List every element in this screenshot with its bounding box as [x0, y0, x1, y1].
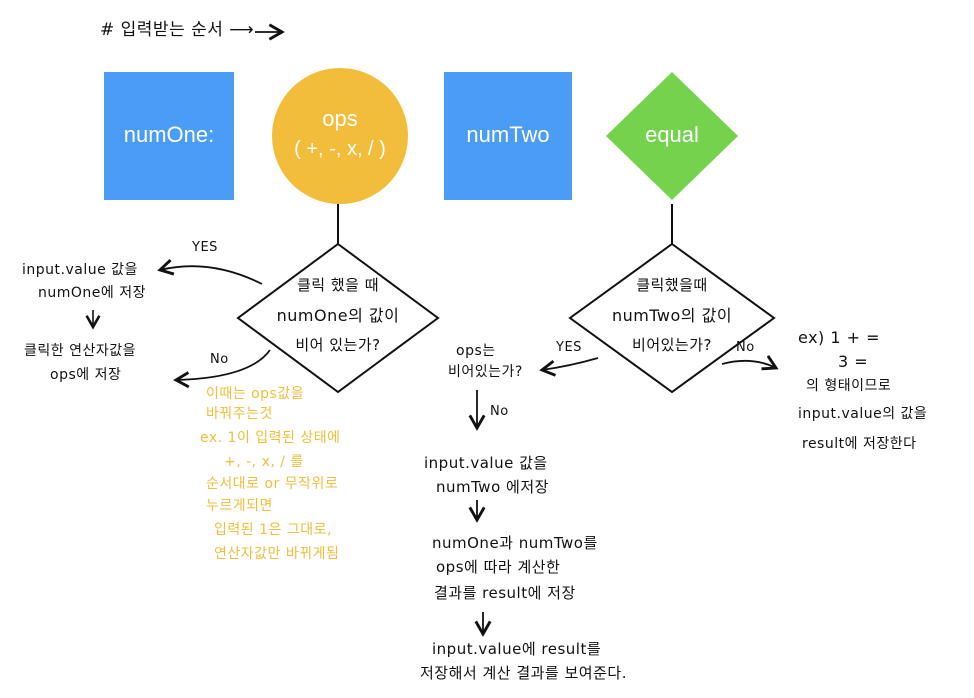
- ops-label-line2: ( +, -, x, / ): [294, 138, 386, 160]
- numtwo-box: [444, 72, 572, 200]
- right-no-arrow: [721, 355, 779, 371]
- left-decision-line3: 비어 있는가?: [295, 336, 381, 354]
- right-yes-label: YES: [556, 340, 582, 355]
- right-yes-arrow: [539, 357, 599, 377]
- ops-question-line1: ops는: [456, 343, 496, 359]
- ops-label-line1: ops: [322, 106, 358, 131]
- left-yes-line4: ops에 저장: [50, 367, 122, 383]
- example-line3: 의 형태이므로: [806, 378, 892, 394]
- numone-box: [104, 72, 234, 200]
- right-decision-line3: 비어있는가?: [632, 336, 712, 354]
- ops-change-note-line: +, -, x, / 를: [224, 454, 304, 470]
- left-decision-line2: numOne의 값이: [276, 306, 400, 325]
- equal-label: equal: [645, 122, 699, 147]
- equal-diamond: [606, 72, 738, 200]
- right-decision-line2: numTwo의 값이: [611, 306, 733, 325]
- left-decision-line1: 클릭 했을 때: [296, 276, 380, 294]
- step3-line1: input.value에 result를: [432, 640, 602, 658]
- step2-line1: numOne과 numTwo를: [432, 534, 598, 552]
- step1-line2: numTwo 에저장: [436, 478, 549, 496]
- left-yes-line1: input.value 값을: [22, 262, 138, 278]
- ops-question-line2: 비어있는가?: [448, 364, 523, 380]
- left-no-arrow: [173, 349, 271, 389]
- diagram-title: # 입력받는 순서 ⟶: [100, 20, 255, 40]
- step2-line2: ops에 따라 계산한: [436, 558, 561, 576]
- ops-change-note-line: 이때는 ops값을: [206, 386, 305, 402]
- left-yes-line3: 클릭한 연산자값을: [24, 343, 136, 359]
- right-decision-diamond: [568, 242, 776, 394]
- ops-change-note-line: 바꿔주는것: [206, 406, 273, 422]
- step2-line3: 결과를 result에 저장: [434, 584, 576, 602]
- example-line4: input.value의 값을: [798, 406, 928, 422]
- left-no-label: No: [210, 352, 229, 367]
- numone-label: numOne:: [123, 122, 215, 147]
- right-decision-line1: 클릭했을때: [636, 276, 708, 294]
- ops-circle: [272, 68, 408, 204]
- example-line5: result에 저장한다: [802, 436, 917, 452]
- ops-no-label: No: [490, 404, 509, 419]
- ops-change-note-line: 순서대로 or 무작위로: [206, 476, 339, 492]
- left-decision-diamond: [236, 242, 440, 394]
- ops-change-note-line: ex. 1이 입력된 상태에: [200, 430, 341, 446]
- ops-change-note-line: 입력된 1은 그대로,: [214, 522, 332, 538]
- step3-line2: 저장해서 계산 결과를 보여준다.: [420, 664, 627, 682]
- numtwo-label: numTwo: [466, 122, 550, 147]
- left-yes-arrow: [157, 259, 263, 285]
- right-no-label: No: [736, 340, 755, 355]
- example-line1: ex) 1 + =: [798, 328, 881, 347]
- example-line2: 3 =: [838, 352, 869, 371]
- step1-line1: input.value 값을: [424, 454, 548, 472]
- ops-change-note-line: 누르게되면: [206, 498, 273, 514]
- ops-change-note-line: 연산자값만 바뀌게됨: [214, 546, 340, 562]
- left-yes-line2: numOne에 저장: [38, 285, 146, 301]
- left-yes-label: YES: [192, 240, 218, 255]
